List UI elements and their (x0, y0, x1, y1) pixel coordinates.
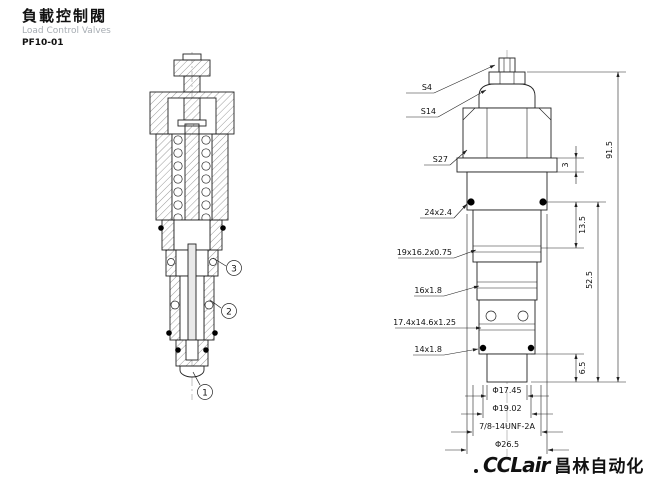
section-orings (158, 225, 226, 353)
section-nose (175, 339, 209, 378)
dim-dia-19-02: Φ19.02 (492, 404, 521, 413)
callout-1: 1 (192, 371, 213, 400)
dim-overall-91-5: 91.5 (605, 141, 614, 159)
seal-label-16x1-8: 16x1.8 (414, 286, 442, 295)
wrench-size-s14: S14 (421, 107, 436, 116)
page-title: 負載控制閥 (22, 7, 108, 25)
seal-label-17-4x14-6x1-25: 17.4x14.6x1.25 (393, 318, 456, 327)
callout-1-number: 1 (202, 389, 208, 399)
outline-view: S4 S14 S27 24x2.4 19x16.2x0.75 16x1.8 (393, 50, 626, 456)
wrench-size-s4: S4 (422, 83, 432, 92)
callout-3-number: 3 (231, 265, 237, 275)
wrench-size-s27: S27 (433, 155, 448, 164)
seal-label-24x2-4: 24x2.4 (424, 208, 452, 217)
title-block: 負載控制閥 Load Control Valves PF10-01 (22, 7, 111, 48)
page-subtitle: Load Control Valves (22, 26, 111, 37)
vertical-dimensions: 3 13.5 6.5 52.5 91.5 (527, 71, 626, 383)
outline-body (456, 57, 558, 383)
section-lower-body (161, 219, 223, 349)
callout-3: 3 (212, 257, 242, 276)
leader-labels: S4 S14 S27 24x2.4 19x16.2x0.75 16x1.8 (393, 64, 496, 356)
section-view: 3 2 1 (149, 52, 242, 400)
logo-dot-mark (474, 469, 478, 473)
dim-dia-17-45: Φ17.45 (492, 386, 521, 395)
dim-thread-7-8-14unf: 7/8-14UNF-2A (479, 422, 535, 431)
outline-orings (467, 198, 547, 352)
dim-dia-26-5: Φ26.5 (495, 440, 519, 449)
seal-label-14x1-8: 14x1.8 (414, 345, 442, 354)
logo-brand-name: CCLair (483, 453, 550, 477)
dim-upper-13-5: 13.5 (578, 216, 587, 234)
diameter-dimensions: Φ17.45 Φ19.02 7/8-14UNF-2A Φ26.5 (445, 214, 569, 454)
model-number: PF10-01 (22, 37, 64, 48)
dim-flange-3: 3 (561, 162, 570, 167)
section-adjuster (173, 53, 211, 93)
brand-logo: CCLair 昌林自动化 (474, 452, 644, 477)
dim-insert-52-5: 52.5 (585, 271, 594, 289)
logo-company-name: 昌林自动化 (554, 457, 645, 477)
section-body (155, 123, 229, 229)
callout-2-number: 2 (226, 308, 232, 318)
callout-2: 2 (209, 299, 237, 319)
section-spring (173, 135, 211, 223)
dim-nose-6-5: 6.5 (578, 362, 587, 375)
seal-label-19x16-2x0-75: 19x16.2x0.75 (397, 248, 452, 257)
